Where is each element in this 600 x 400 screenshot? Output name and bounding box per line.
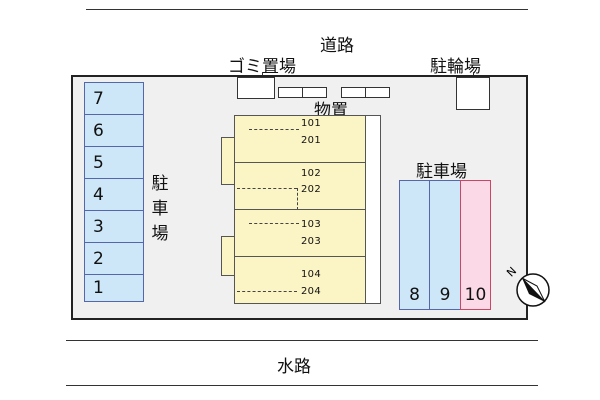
unit-number-204: 204 [301, 286, 321, 297]
unit-number-103: 103 [301, 219, 321, 230]
unit-number-202: 202 [301, 184, 321, 195]
unit-divider-dashed [249, 129, 299, 130]
bicycle-parking-label: 駐輪場 [430, 57, 481, 77]
road-edge-line [86, 9, 528, 10]
unit-number-201: 201 [301, 135, 321, 146]
road-label: 道路 [320, 36, 354, 56]
svg-text:N: N [505, 264, 519, 279]
left-parking-label: 駐 車 場 [151, 174, 169, 244]
unit-divider-dashed [297, 188, 298, 210]
storage-box [365, 87, 390, 98]
garbage-box [237, 77, 275, 99]
unit-row-3: 103 203 [234, 209, 366, 257]
parking-slot-6: 6 [84, 114, 144, 147]
bicycle-parking-box [456, 77, 490, 110]
stair-notch [221, 236, 235, 276]
unit-number-101: 101 [301, 118, 321, 129]
unit-divider-dashed [249, 223, 299, 224]
waterway-label: 水路 [277, 357, 311, 377]
building-corridor [365, 115, 381, 304]
parking-slot-1: 1 [84, 274, 144, 302]
unit-row-4: 104 204 [234, 256, 366, 304]
unit-divider-dashed [237, 188, 297, 189]
right-parking-label: 駐車場 [416, 162, 467, 182]
unit-number-203: 203 [301, 236, 321, 247]
parking-slot-8: 8 [399, 180, 430, 310]
storage-box [302, 87, 327, 98]
unit-number-102: 102 [301, 168, 321, 179]
storage-box [278, 87, 303, 98]
stair-notch [221, 137, 235, 185]
parking-slot-2: 2 [84, 242, 144, 275]
unit-row-2: 102 202 [234, 162, 366, 210]
parking-slot-4: 4 [84, 178, 144, 211]
unit-number-104: 104 [301, 269, 321, 280]
unit-divider-dashed [237, 291, 297, 292]
parking-slot-9: 9 [429, 180, 461, 310]
parking-slot-10: 10 [460, 180, 491, 310]
garbage-area-label: ゴミ置場 [228, 57, 296, 77]
waterway-edge-line-bottom [66, 385, 538, 386]
parking-slot-5: 5 [84, 146, 144, 179]
parking-slot-3: 3 [84, 210, 144, 243]
waterway-edge-line-top [66, 340, 538, 341]
north-arrow-icon: N [505, 264, 550, 307]
unit-row-1: 101 201 [234, 115, 366, 163]
parking-slot-7: 7 [84, 82, 144, 115]
